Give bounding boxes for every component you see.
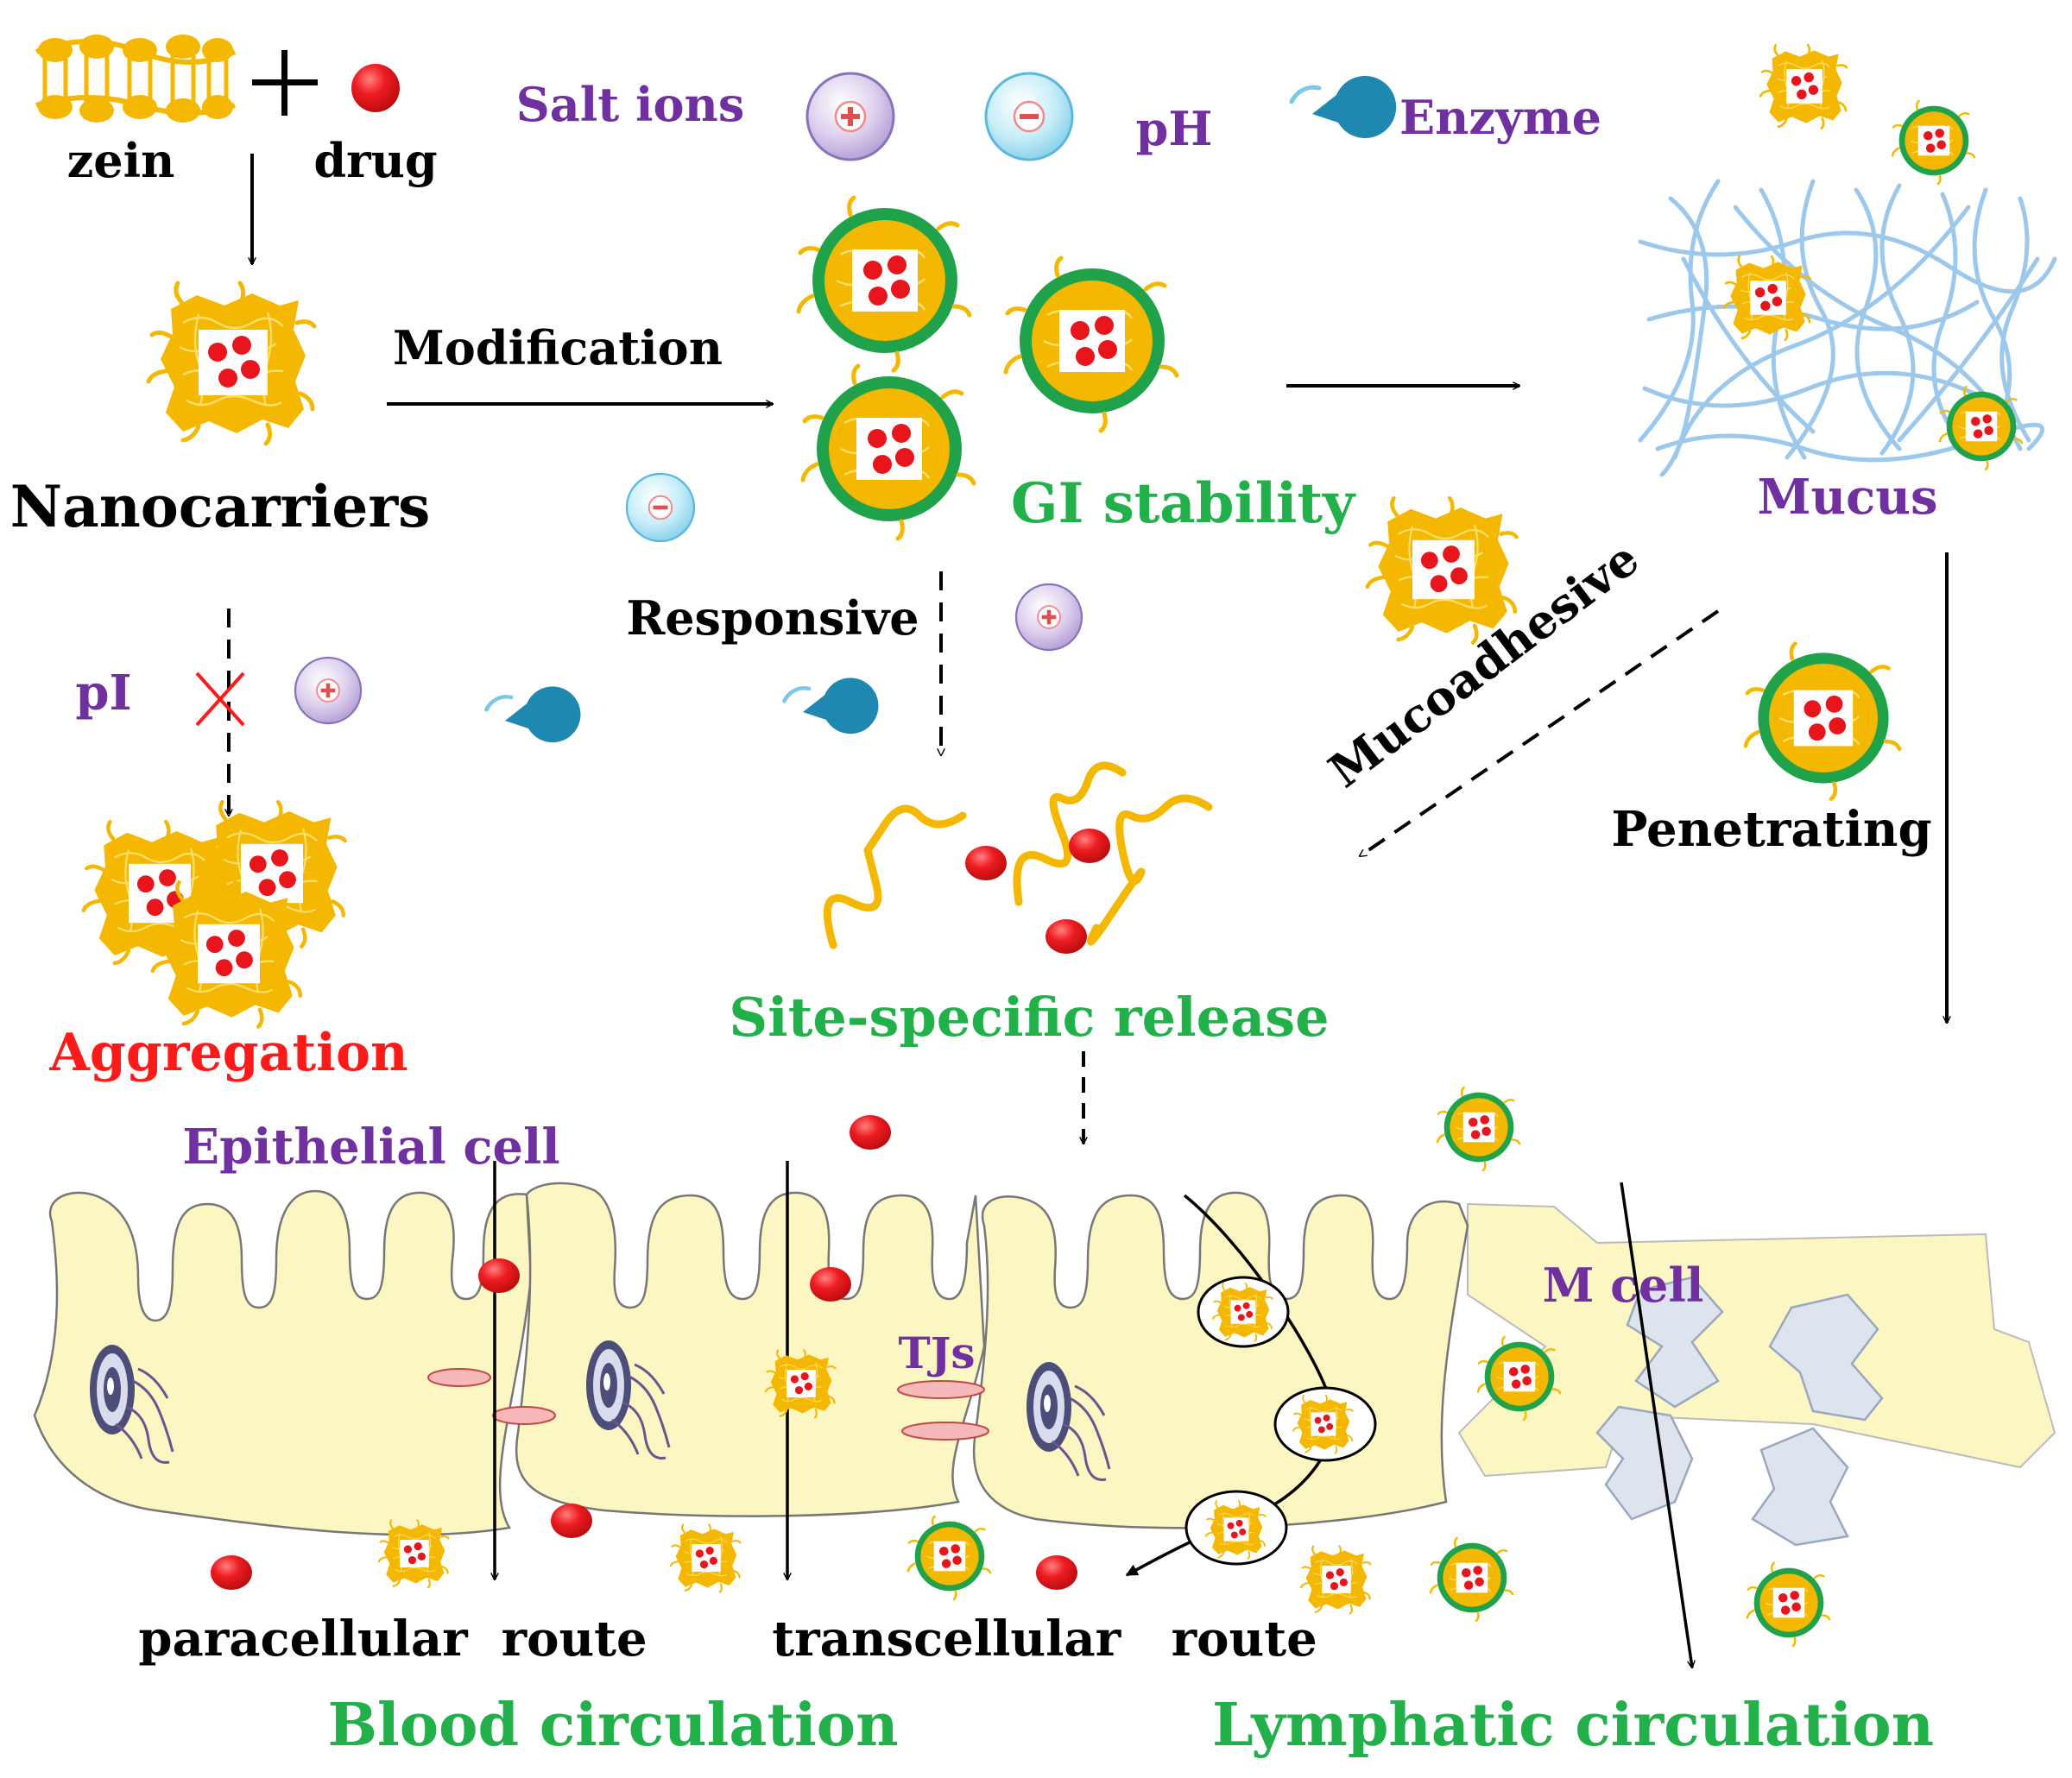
- coated-nanocarrier-icon: [1436, 1086, 1521, 1172]
- aggregated-nanocarriers: [84, 802, 345, 1026]
- drug-dot-icon: [478, 1258, 520, 1293]
- enzyme-pacman-icon: [1292, 76, 1396, 138]
- drug-dot-icon: [965, 846, 1007, 880]
- plus-ion-icon: [294, 656, 363, 725]
- coated-nanocarrier-icon: [1429, 1536, 1514, 1623]
- aggregation-label: Aggregation: [48, 1023, 407, 1083]
- modification-label: Modification: [393, 320, 723, 375]
- blood-circulation-label: Blood circulation: [327, 1691, 898, 1760]
- salt-ions-label: Salt ions: [516, 77, 744, 132]
- lymphocytes: [1595, 1276, 1884, 1547]
- released-zein-chains: [823, 761, 1213, 949]
- enzyme-pacman-icon: [486, 686, 580, 742]
- coated-nanocarrier-icon: [906, 1515, 992, 1601]
- plus-ion-icon: [1014, 583, 1083, 652]
- mucoadhesive-arrow: [1360, 609, 1720, 858]
- plus-sign: [252, 50, 318, 116]
- enzyme-label: Enzyme: [1399, 90, 1601, 145]
- tight-junctions: [427, 1368, 989, 1441]
- drug-dot-icon: [551, 1504, 592, 1538]
- tjs-label: TJs: [898, 1327, 975, 1378]
- drug-dot-icon: [1045, 919, 1087, 954]
- zein-nanocarrier-icon: [669, 1523, 742, 1593]
- lymphatic-arrow: [1620, 1182, 1692, 1668]
- mucus-label: Mucus: [1757, 469, 1937, 526]
- lymphatic-circulation-label: Lymphatic circulation: [1212, 1691, 1934, 1760]
- zein-nanocarrier-icon: [1299, 1545, 1372, 1615]
- drug-dot-icon: [1069, 829, 1110, 863]
- responsive-label: Responsive: [626, 590, 919, 646]
- m-cell-label: M cell: [1543, 1258, 1704, 1313]
- drug-dot-icon: [850, 1115, 891, 1150]
- drug-label: drug: [313, 133, 437, 188]
- transcellular-route-label: transcellular route: [772, 1611, 1317, 1668]
- drug-dot-icon: [211, 1555, 252, 1590]
- zein-nanocarrier-icon: [1722, 255, 1812, 342]
- zein-nanocarrier-icon: [1759, 43, 1848, 130]
- drug-dot-icon: [1036, 1555, 1077, 1590]
- pi-label: pI: [75, 665, 131, 722]
- epithelial-cell-2: [515, 1182, 986, 1517]
- paracellular-route-label: paracellular route: [138, 1611, 647, 1668]
- epithelial-cell-3: [972, 1191, 1469, 1529]
- plus-ion-icon: [805, 72, 895, 161]
- nanocarriers-label: Nanocarriers: [10, 473, 431, 540]
- penetrating-label: Penetrating: [1611, 801, 1931, 858]
- zein-nanocarrier-icon: [148, 283, 314, 444]
- zein-label: zein: [67, 133, 175, 188]
- minus-ion-icon: [625, 472, 696, 543]
- drug-dot-icon: [810, 1267, 851, 1302]
- drug-dot-icon: [351, 64, 400, 112]
- enzyme-pacman-icon: [784, 678, 878, 734]
- m-cell: [1457, 1202, 2056, 1478]
- coated-nanocarrier-icon: [1746, 644, 1899, 799]
- epithelial-cell-label: Epithelial cell: [182, 1119, 559, 1176]
- minus-ion-icon: [984, 72, 1074, 161]
- site-specific-release-label: Site-specific release: [729, 986, 1329, 1049]
- endocytic-vesicles: [1184, 1276, 1377, 1566]
- coated-nanocarrier-icon: [1891, 99, 1976, 186]
- coated-nanocarrier-icon: [1746, 1561, 1831, 1648]
- cross-mark-icon: [195, 671, 245, 727]
- ph-label: pH: [1136, 101, 1213, 156]
- coated-nanocarrier-icon: [1938, 385, 2024, 471]
- zein-bilayer-icon: [35, 35, 237, 123]
- epithelial-cell-1: [33, 1189, 533, 1536]
- gi-stability-label: GI stability: [1011, 471, 1356, 536]
